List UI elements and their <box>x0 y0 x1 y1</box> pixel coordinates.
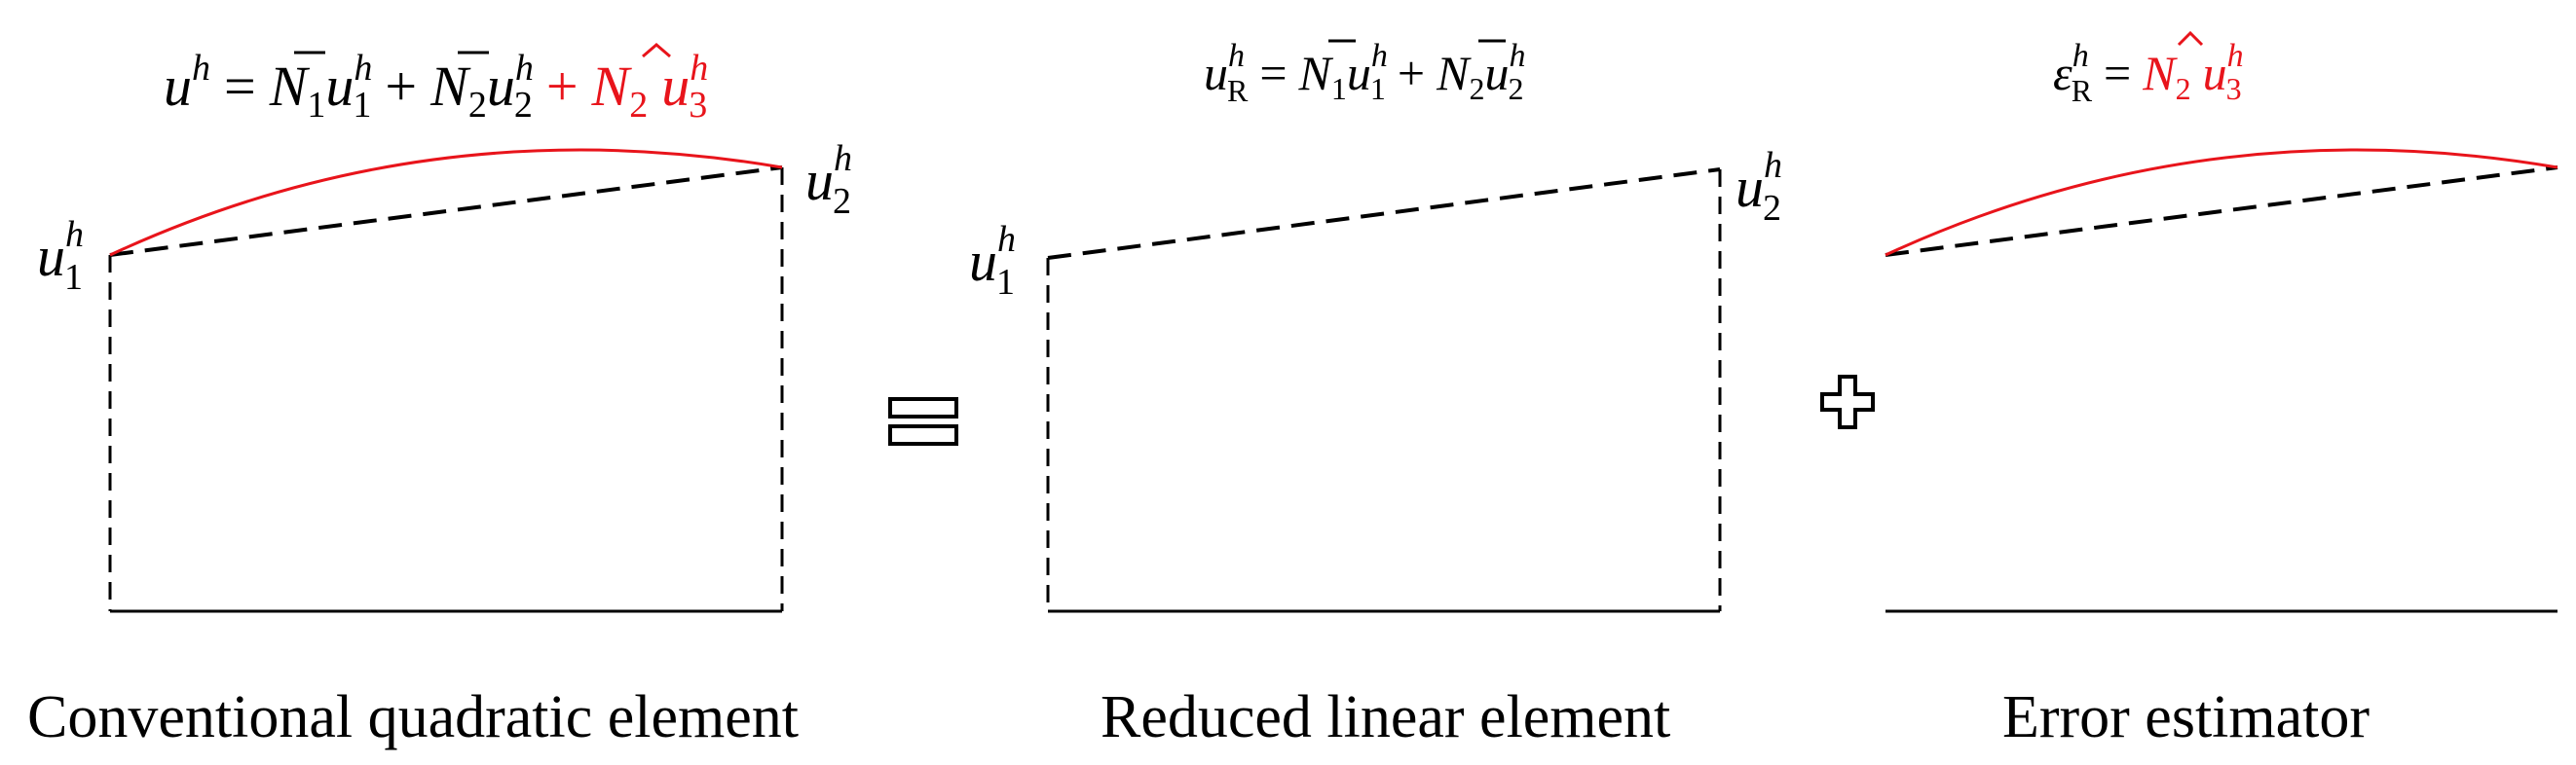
node-subscript: 1 <box>64 257 83 298</box>
node-superscript: h <box>997 219 1016 260</box>
formula-symbol: u <box>1347 46 1371 100</box>
plus-outline-icon <box>1820 375 1875 429</box>
node-superscript: h <box>65 214 84 255</box>
linear-interpolation-dashed <box>109 165 783 257</box>
caption-error: Error estimator <box>2002 684 2370 750</box>
formula-symbol: u <box>2203 46 2227 100</box>
linear-interpolation-dashed <box>1047 167 1721 260</box>
hierarchical-shape-function: N <box>591 55 633 118</box>
formula-superscript: h <box>2227 38 2244 74</box>
formula-equals: = <box>224 55 256 118</box>
formula-superscript: h <box>690 48 708 89</box>
hierarchical-shape-function: N <box>2142 46 2178 100</box>
formula-symbol: u <box>325 55 354 118</box>
formula-subscript: 2 <box>468 85 487 126</box>
formula-symbol: u <box>487 55 515 118</box>
formula-superscript: h <box>515 48 534 89</box>
quadratic-curve <box>109 148 783 257</box>
formula-subscript: R <box>2072 73 2093 108</box>
formula-superscript: h <box>1228 38 1245 74</box>
formula-plus: + <box>1398 46 1425 100</box>
node-superscript: h <box>1764 145 1782 186</box>
formula-symbol: u <box>1484 46 1509 100</box>
formula-superscript: h <box>2072 38 2089 74</box>
caption-linear: Reduced linear element <box>1101 684 1670 750</box>
formula-superscript: h <box>354 48 372 89</box>
error-curve <box>1885 148 2558 257</box>
formula-equals: = <box>2104 46 2131 100</box>
formula-subscript: 1 <box>353 85 371 126</box>
linear-interpolation-dashed <box>1885 165 2558 257</box>
shape-function-n1: N <box>269 55 311 118</box>
formula-plus-highlight: + <box>546 55 579 118</box>
shape-function-n2: N <box>1436 46 1472 100</box>
node-subscript: 2 <box>833 181 851 222</box>
formula-subscript: 2 <box>2176 71 2191 106</box>
formula-symbol: u <box>164 55 192 118</box>
formula-subscript: 1 <box>1331 71 1347 106</box>
node-superscript: h <box>834 138 852 179</box>
node-subscript: 2 <box>1763 188 1781 229</box>
hat-mark <box>2177 30 2204 47</box>
node-symbol: u <box>1736 156 1764 219</box>
formula-subscript: 2 <box>514 85 533 126</box>
equals-outline-icon <box>888 397 958 446</box>
formula-subscript: R <box>1227 73 1249 108</box>
formula-plus: + <box>385 55 417 118</box>
formula-symbol: u <box>661 55 690 118</box>
formula-subscript: 2 <box>629 85 648 126</box>
node-subscript: 1 <box>996 262 1015 303</box>
formula-subscript: 1 <box>1370 71 1386 106</box>
shape-function-n2: N <box>429 55 471 118</box>
formula-subscript: 3 <box>689 85 707 126</box>
hat-mark <box>642 43 671 58</box>
formula-superscript: h <box>192 48 210 89</box>
node-symbol: u <box>805 149 834 212</box>
formula-subscript: 2 <box>1508 71 1523 106</box>
shape-function-n1: N <box>1298 46 1334 100</box>
caption-quadratic: Conventional quadratic element <box>27 684 799 750</box>
formula-subscript: 2 <box>1469 71 1484 106</box>
formula-superscript: h <box>1509 38 1525 74</box>
formula-subscript: 1 <box>307 85 325 126</box>
node-symbol: u <box>969 230 997 293</box>
formula-symbol: u <box>1204 46 1228 100</box>
formula-equals: = <box>1259 46 1287 100</box>
formula-superscript: h <box>1371 38 1388 74</box>
node-symbol: u <box>37 225 65 288</box>
error-symbol: ε <box>2053 46 2072 100</box>
formula-subscript: 3 <box>2226 71 2242 106</box>
